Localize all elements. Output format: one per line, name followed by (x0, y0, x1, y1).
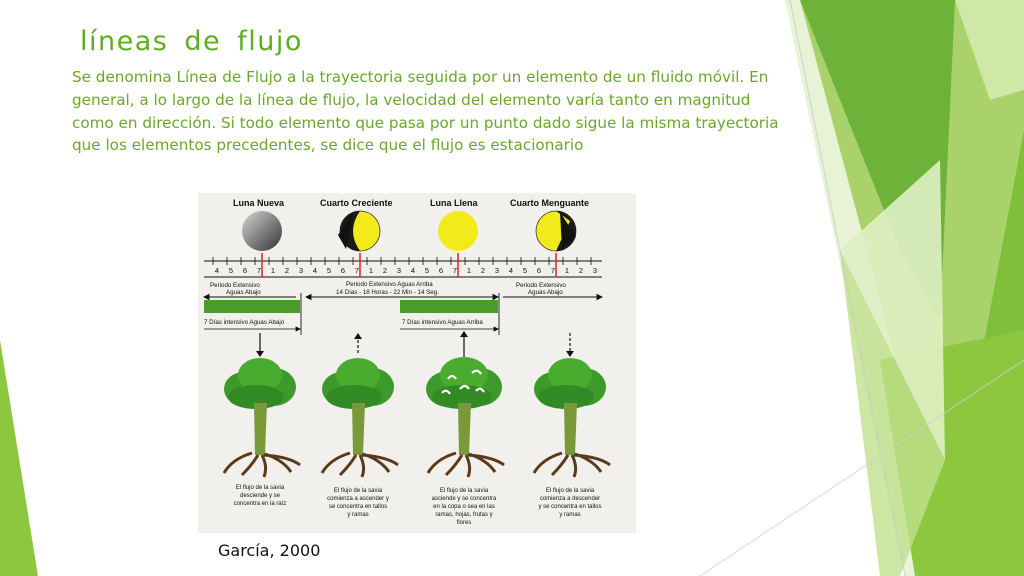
phase-label-cuarto-menguante: Cuarto Menguante (510, 198, 589, 208)
tree-3-icon (426, 331, 505, 478)
svg-text:El flujo de la savia: El flujo de la savia (236, 485, 285, 491)
ruler-tick-label: 6 (439, 266, 443, 275)
ruler-tick-label: 5 (229, 266, 233, 275)
ruler-tick-label: 3 (593, 266, 597, 275)
period-int-mid: 7 Días intensivo Aguas Arriba (402, 319, 483, 326)
sap-flow-figure: Luna Nueva Cuarto Creciente Luna Llena C… (198, 193, 636, 533)
tree-4-icon (532, 333, 611, 478)
ruler-tick-label: 5 (425, 266, 429, 275)
ruler-tick-label: 3 (495, 266, 499, 275)
figure-illustration: Luna Nueva Cuarto Creciente Luna Llena C… (202, 198, 611, 526)
ruler-tick-label: 3 (397, 266, 401, 275)
svg-text:El flujo de la savia: El flujo de la savia (440, 488, 489, 494)
green-band-left (204, 300, 300, 313)
ruler-tick-label: 2 (285, 266, 289, 275)
svg-text:y se concentra en tallos: y se concentra en tallos (538, 504, 601, 510)
ruler-tick-label: 1 (369, 266, 373, 275)
period-ext-left-line2: Aguas Abajo (226, 289, 261, 296)
svg-text:se concentra en tallos: se concentra en tallos (329, 504, 387, 510)
period-ext-left-line1: Periodo Extensivo (210, 282, 260, 289)
new-moon-icon (242, 211, 282, 251)
svg-text:y ramas: y ramas (559, 512, 580, 518)
ruler-tick-label: 4 (411, 266, 415, 275)
ruler-tick-label: 6 (243, 266, 247, 275)
svg-text:desciende y se: desciende y se (240, 493, 281, 499)
svg-text:y ramas: y ramas (347, 512, 368, 518)
phase-label-luna-llena: Luna Llena (430, 198, 478, 208)
tree-caption-4: El flujo de la savia comienza a descende… (538, 488, 601, 518)
phase-label-luna-nueva: Luna Nueva (233, 198, 285, 208)
ruler-tick-label: 5 (523, 266, 527, 275)
last-quarter-moon-icon (535, 210, 577, 252)
ruler-tick-label: 1 (565, 266, 569, 275)
ruler-tick-label: 6 (537, 266, 541, 275)
full-moon-icon (438, 211, 478, 251)
tree-2-icon (320, 333, 399, 478)
ruler-tick-label: 7 (551, 266, 555, 275)
slide-body-text: Se denomina Línea de Flujo a la trayecto… (72, 68, 779, 155)
ruler-tick-label: 2 (481, 266, 485, 275)
tree-caption-2: El flujo de la savia comienza a ascender… (327, 488, 389, 518)
ruler-tick-label: 1 (271, 266, 275, 275)
ruler-tick-label: 3 (299, 266, 303, 275)
period-int-left: 7 Días intensivo Aguas Abajo (204, 319, 285, 326)
ruler-tick-label: 2 (383, 266, 387, 275)
first-quarter-moon-icon (338, 210, 381, 252)
timeline-ruler (204, 253, 602, 278)
svg-text:comienza a ascender y: comienza a ascender y (327, 496, 389, 502)
svg-text:en la copa o sea en las: en la copa o sea en las (433, 504, 495, 510)
ruler-tick-label: 2 (579, 266, 583, 275)
figure-source-caption: García, 2000 (218, 541, 321, 560)
ruler-tick-label: 6 (341, 266, 345, 275)
period-ext-mid-line1: Periodo Extensivo Aguas Arriba (346, 281, 433, 288)
green-band-mid (400, 300, 498, 313)
svg-text:comienza a descender: comienza a descender (540, 496, 600, 502)
ruler-tick-label: 4 (313, 266, 317, 275)
ruler-tick-label: 7 (257, 266, 261, 275)
ruler-tick-label: 7 (355, 266, 359, 275)
period-ext-right-line1: Periodo Extensivo (516, 282, 566, 289)
tree-1-icon (222, 333, 301, 478)
svg-text:flores: flores (457, 520, 472, 526)
ruler-tick-label: 4 (509, 266, 513, 275)
period-ext-mid-line2: 14 Días - 18 Horas - 22 Min - 14 Seg. (336, 289, 439, 296)
phase-label-cuarto-creciente: Cuarto Creciente (320, 198, 393, 208)
tree-caption-1: El flujo de la savia desciende y se conc… (234, 485, 287, 507)
svg-text:concentra en la raíz: concentra en la raíz (234, 501, 287, 507)
svg-text:ramas, hojas, frutas y: ramas, hojas, frutas y (435, 512, 492, 518)
period-ext-right-line2: Aguas Abajo (528, 289, 563, 296)
tree-caption-3: El flujo de la savia asciende y se conce… (432, 488, 497, 526)
ruler-tick-label: 5 (327, 266, 331, 275)
ruler-tick-label: 4 (215, 266, 219, 275)
ruler-tick-label: 1 (467, 266, 471, 275)
svg-text:El flujo de la savia: El flujo de la savia (334, 488, 383, 494)
svg-text:asciende y se concentra: asciende y se concentra (432, 496, 497, 502)
svg-text:El flujo de la savia: El flujo de la savia (546, 488, 595, 494)
ruler-tick-label: 7 (453, 266, 457, 275)
slide-title: líneas de flujo (80, 26, 303, 57)
